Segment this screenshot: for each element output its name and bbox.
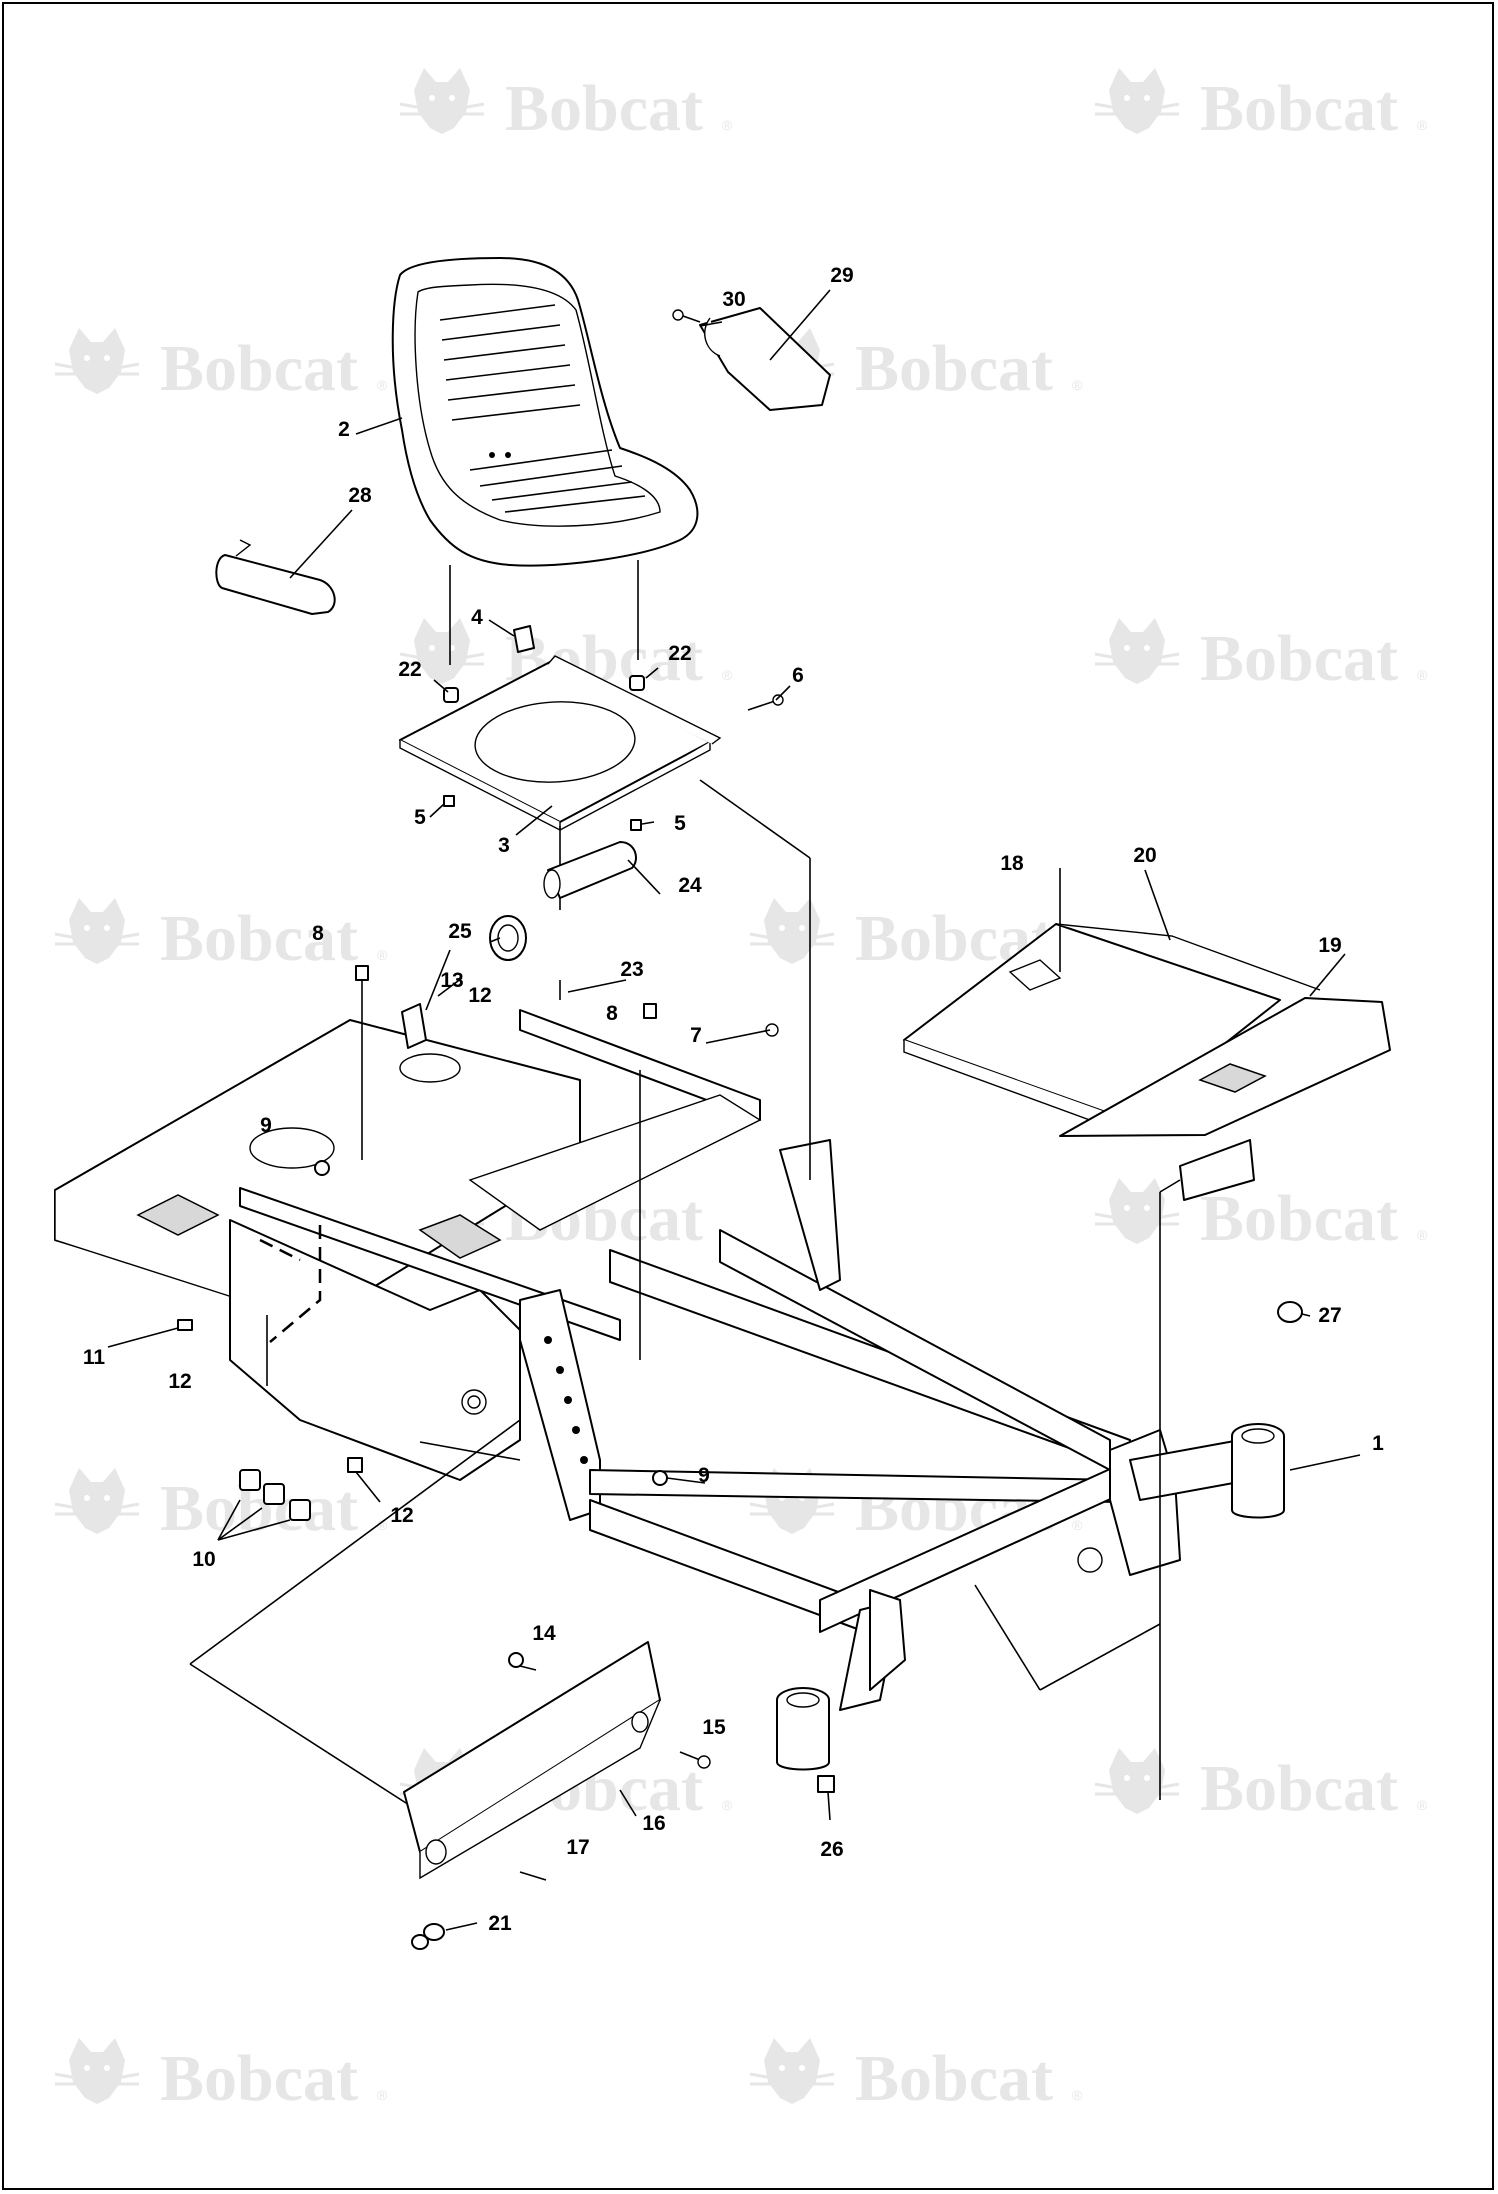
callout-13: 13 [440, 969, 463, 992]
callout-18: 18 [1000, 852, 1024, 875]
bobcat-head-icon [748, 2036, 836, 2106]
callout-10: 10 [192, 1548, 215, 1571]
svg-text:®: ® [1417, 1227, 1428, 1243]
bobcat-watermark: Bobcat ® [1093, 66, 1428, 145]
callout-29: 29 [830, 264, 853, 287]
floor-pan-part [903, 923, 1391, 1201]
svg-text:Bobcat: Bobcat [160, 902, 358, 975]
callout-20: 20 [1133, 844, 1156, 867]
callout-23: 23 [620, 958, 643, 981]
callout-15: 15 [702, 1716, 726, 1739]
callout-8: 8 [312, 922, 324, 945]
cover-panel-part [403, 1641, 661, 1880]
callout-21: 21 [488, 1912, 512, 1935]
callout-12: 12 [468, 984, 491, 1007]
svg-text:Bobcat: Bobcat [1200, 1182, 1398, 1255]
bobcat-head-icon [53, 2036, 141, 2106]
bobcat-watermark: Bobcat ® [1093, 1176, 1428, 1255]
callout-9: 9 [698, 1464, 710, 1487]
seat-part [391, 257, 699, 665]
seat-pan-part [399, 655, 722, 910]
svg-text:®: ® [722, 1797, 733, 1813]
callout-7: 7 [690, 1024, 702, 1047]
bobcat-head-icon [53, 896, 141, 966]
svg-text:Bobcat: Bobcat [1200, 622, 1398, 695]
callout-22: 22 [668, 642, 691, 665]
callout-2: 2 [338, 418, 350, 441]
svg-text:Bobcat: Bobcat [505, 72, 703, 145]
callout-6: 6 [792, 664, 804, 687]
bobcat-watermark: Bobcat ® [53, 326, 388, 405]
hardware-parts [177, 625, 1303, 1950]
callout-28: 28 [348, 484, 372, 507]
bobcat-head-icon [1093, 616, 1181, 686]
bobcat-watermark: Bobcat ® [1093, 1746, 1428, 1825]
svg-text:Bobcat: Bobcat [855, 2042, 1053, 2115]
callout-17: 17 [566, 1836, 589, 1859]
svg-text:®: ® [1072, 2087, 1083, 2103]
svg-text:®: ® [377, 947, 388, 963]
svg-text:®: ® [377, 2087, 388, 2103]
svg-text:®: ® [1072, 1517, 1083, 1533]
svg-text:Bobcat: Bobcat [1200, 72, 1398, 145]
callout-30: 30 [722, 288, 745, 311]
armrest-left-part [215, 539, 336, 615]
callout-19: 19 [1318, 934, 1341, 957]
callout-27: 27 [1318, 1304, 1341, 1327]
svg-text:®: ® [1417, 1797, 1428, 1813]
bobcat-head-icon [1093, 66, 1181, 136]
svg-text:®: ® [1417, 667, 1428, 683]
bobcat-watermark: Bobcat ® [398, 66, 733, 145]
bobcat-head-icon [53, 326, 141, 396]
callout-3: 3 [498, 834, 510, 857]
bobcat-head-icon [53, 1466, 141, 1536]
watermark-layer: Bobcat®Bobcat®Bobcat®Bobcat®Bobcat®Bobca… [53, 66, 1428, 2115]
callout-5: 5 [674, 812, 686, 835]
callout-14: 14 [532, 1622, 556, 1645]
svg-text:Bobcat: Bobcat [160, 332, 358, 405]
svg-text:®: ® [377, 1517, 388, 1533]
svg-text:Bobcat: Bobcat [160, 2042, 358, 2115]
svg-text:Bobcat: Bobcat [1200, 1752, 1398, 1825]
svg-text:®: ® [722, 667, 733, 683]
bobcat-head-icon [1093, 1746, 1181, 1816]
callout-8: 8 [606, 1002, 618, 1025]
bobcat-watermark: Bobcat ® [1093, 616, 1428, 695]
callout-12: 12 [168, 1370, 191, 1393]
svg-text:®: ® [377, 377, 388, 393]
callout-26: 26 [820, 1838, 843, 1861]
callout-1: 1 [1372, 1432, 1384, 1455]
bobcat-watermark: Bobcat ® [748, 2036, 1083, 2115]
bobcat-watermark: Bobcat ® [53, 896, 388, 975]
callout-4: 4 [471, 606, 483, 629]
callout-24: 24 [678, 874, 702, 897]
svg-text:Bobcat: Bobcat [855, 332, 1053, 405]
callout-16: 16 [642, 1812, 665, 1835]
bobcat-watermark: Bobcat ® [53, 2036, 388, 2115]
svg-text:®: ® [1417, 117, 1428, 133]
bobcat-head-icon [398, 66, 486, 136]
callout-5: 5 [414, 806, 426, 829]
bobcat-watermark: Bobcat ® [748, 326, 1083, 405]
callout-25: 25 [448, 920, 472, 943]
armrest-right-part [672, 307, 831, 411]
bobcat-head-icon [748, 896, 836, 966]
callout-9: 9 [260, 1114, 272, 1137]
callout-leaders [107, 289, 1361, 1931]
callout-22: 22 [398, 658, 421, 681]
svg-text:®: ® [722, 117, 733, 133]
pivot-tube-part [489, 841, 637, 961]
callout-12: 12 [390, 1504, 413, 1527]
callout-11: 11 [83, 1346, 106, 1369]
main-frame-part [54, 779, 1285, 1813]
svg-text:®: ® [1072, 377, 1083, 393]
